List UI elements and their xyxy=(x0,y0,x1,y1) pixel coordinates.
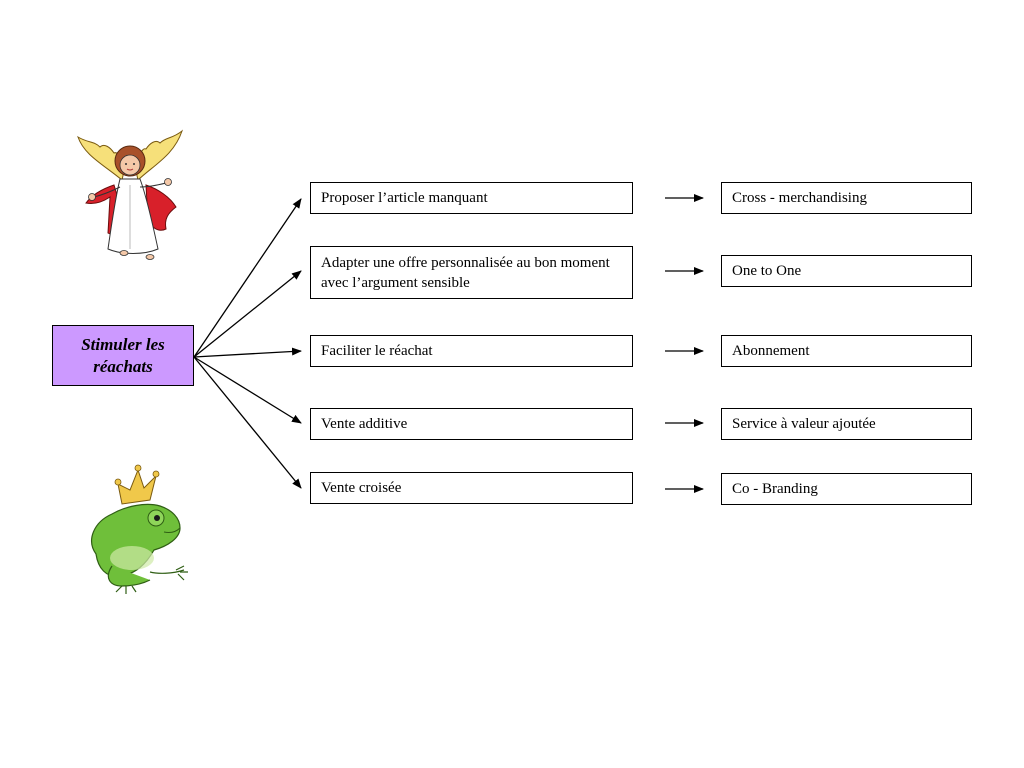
result-label: Cross - merchandising xyxy=(732,190,867,206)
result-box-4: Service à valeur ajoutée xyxy=(721,408,972,440)
action-box-3: Faciliter le réachat xyxy=(310,335,633,367)
frog-prince-icon xyxy=(91,464,188,594)
branch-arrow-4 xyxy=(193,356,302,424)
branch-arrow-2 xyxy=(193,270,302,358)
result-box-2: One to One xyxy=(721,255,972,287)
branch-arrow-3 xyxy=(193,347,302,358)
action-label: Adapter une offre personnalisée au bon m… xyxy=(321,254,610,291)
main-topic-box: Stimuler les réachats xyxy=(52,325,194,386)
result-label: Service à valeur ajoutée xyxy=(732,416,876,432)
action-label: Vente croisée xyxy=(321,480,402,496)
main-topic-label: Stimuler les réachats xyxy=(81,334,165,376)
action-box-1: Proposer l’article manquant xyxy=(310,182,633,214)
branch-arrow-5 xyxy=(193,356,302,489)
result-label: Co - Branding xyxy=(732,481,818,497)
angel-icon xyxy=(77,129,184,260)
action-label: Vente additive xyxy=(321,416,408,432)
action-box-5: Vente croisée xyxy=(310,472,633,504)
branch-arrow-1 xyxy=(193,198,302,358)
result-box-3: Abonnement xyxy=(721,335,972,367)
action-label: Proposer l’article manquant xyxy=(321,190,488,206)
action-box-2: Adapter une offre personnalisée au bon m… xyxy=(310,246,633,299)
action-label: Faciliter le réachat xyxy=(321,343,433,359)
result-box-5: Co - Branding xyxy=(721,473,972,505)
result-label: One to One xyxy=(732,263,802,279)
action-box-4: Vente additive xyxy=(310,408,633,440)
result-label: Abonnement xyxy=(732,343,810,359)
result-box-1: Cross - merchandising xyxy=(721,182,972,214)
